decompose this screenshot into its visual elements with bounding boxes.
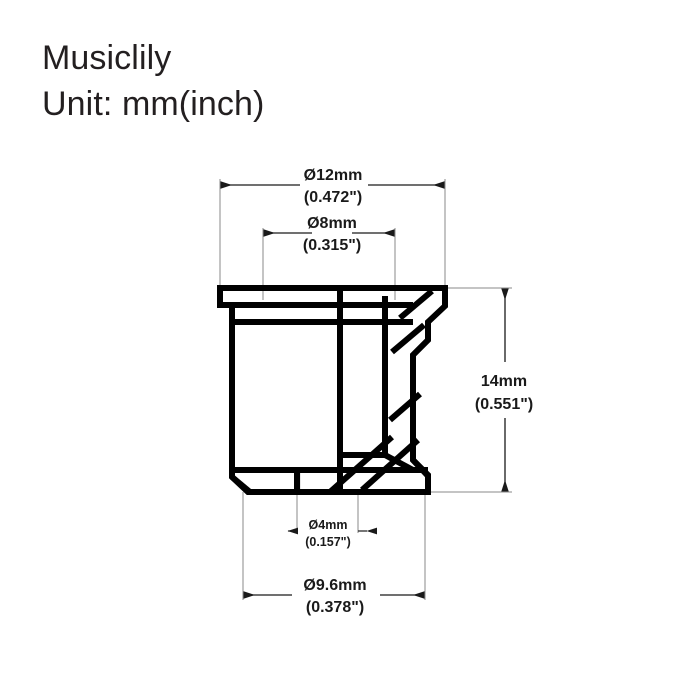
bottom-left-chamfer: [230, 474, 252, 495]
bottom-right-chamfer: [410, 457, 431, 479]
section-hatching: [328, 288, 434, 495]
brand-name: Musiclily: [42, 39, 172, 77]
brand-title-block: Musiclily Unit: mm(inch): [42, 38, 264, 124]
dim-label-outer-flange-metric: Ø12mm: [304, 167, 363, 184]
dim-label-outer-flange-imperial: (0.472"): [304, 189, 362, 206]
dim-label-bottom-bore-metric: Ø4mm: [309, 518, 348, 532]
extension-lines: [219, 179, 512, 600]
dim-label-inner-bore-imperial: (0.315"): [303, 237, 361, 254]
dim-label-height-imperial: (0.551"): [475, 396, 533, 413]
part-outer-profile: [217, 285, 448, 495]
unit-note: Unit: mm(inch): [42, 85, 265, 124]
dim-label-inner-bore-metric: Ø8mm: [307, 215, 357, 232]
dim-label-body-metric: Ø9.6mm: [303, 577, 366, 594]
part-cross-section: [217, 285, 448, 495]
dim-label-body-imperial: (0.378"): [306, 599, 364, 616]
dim-label-height-metric: 14mm: [481, 373, 527, 390]
dim-label-bottom-bore-imperial: (0.157"): [305, 535, 351, 549]
dimension-lines: [220, 181, 509, 599]
